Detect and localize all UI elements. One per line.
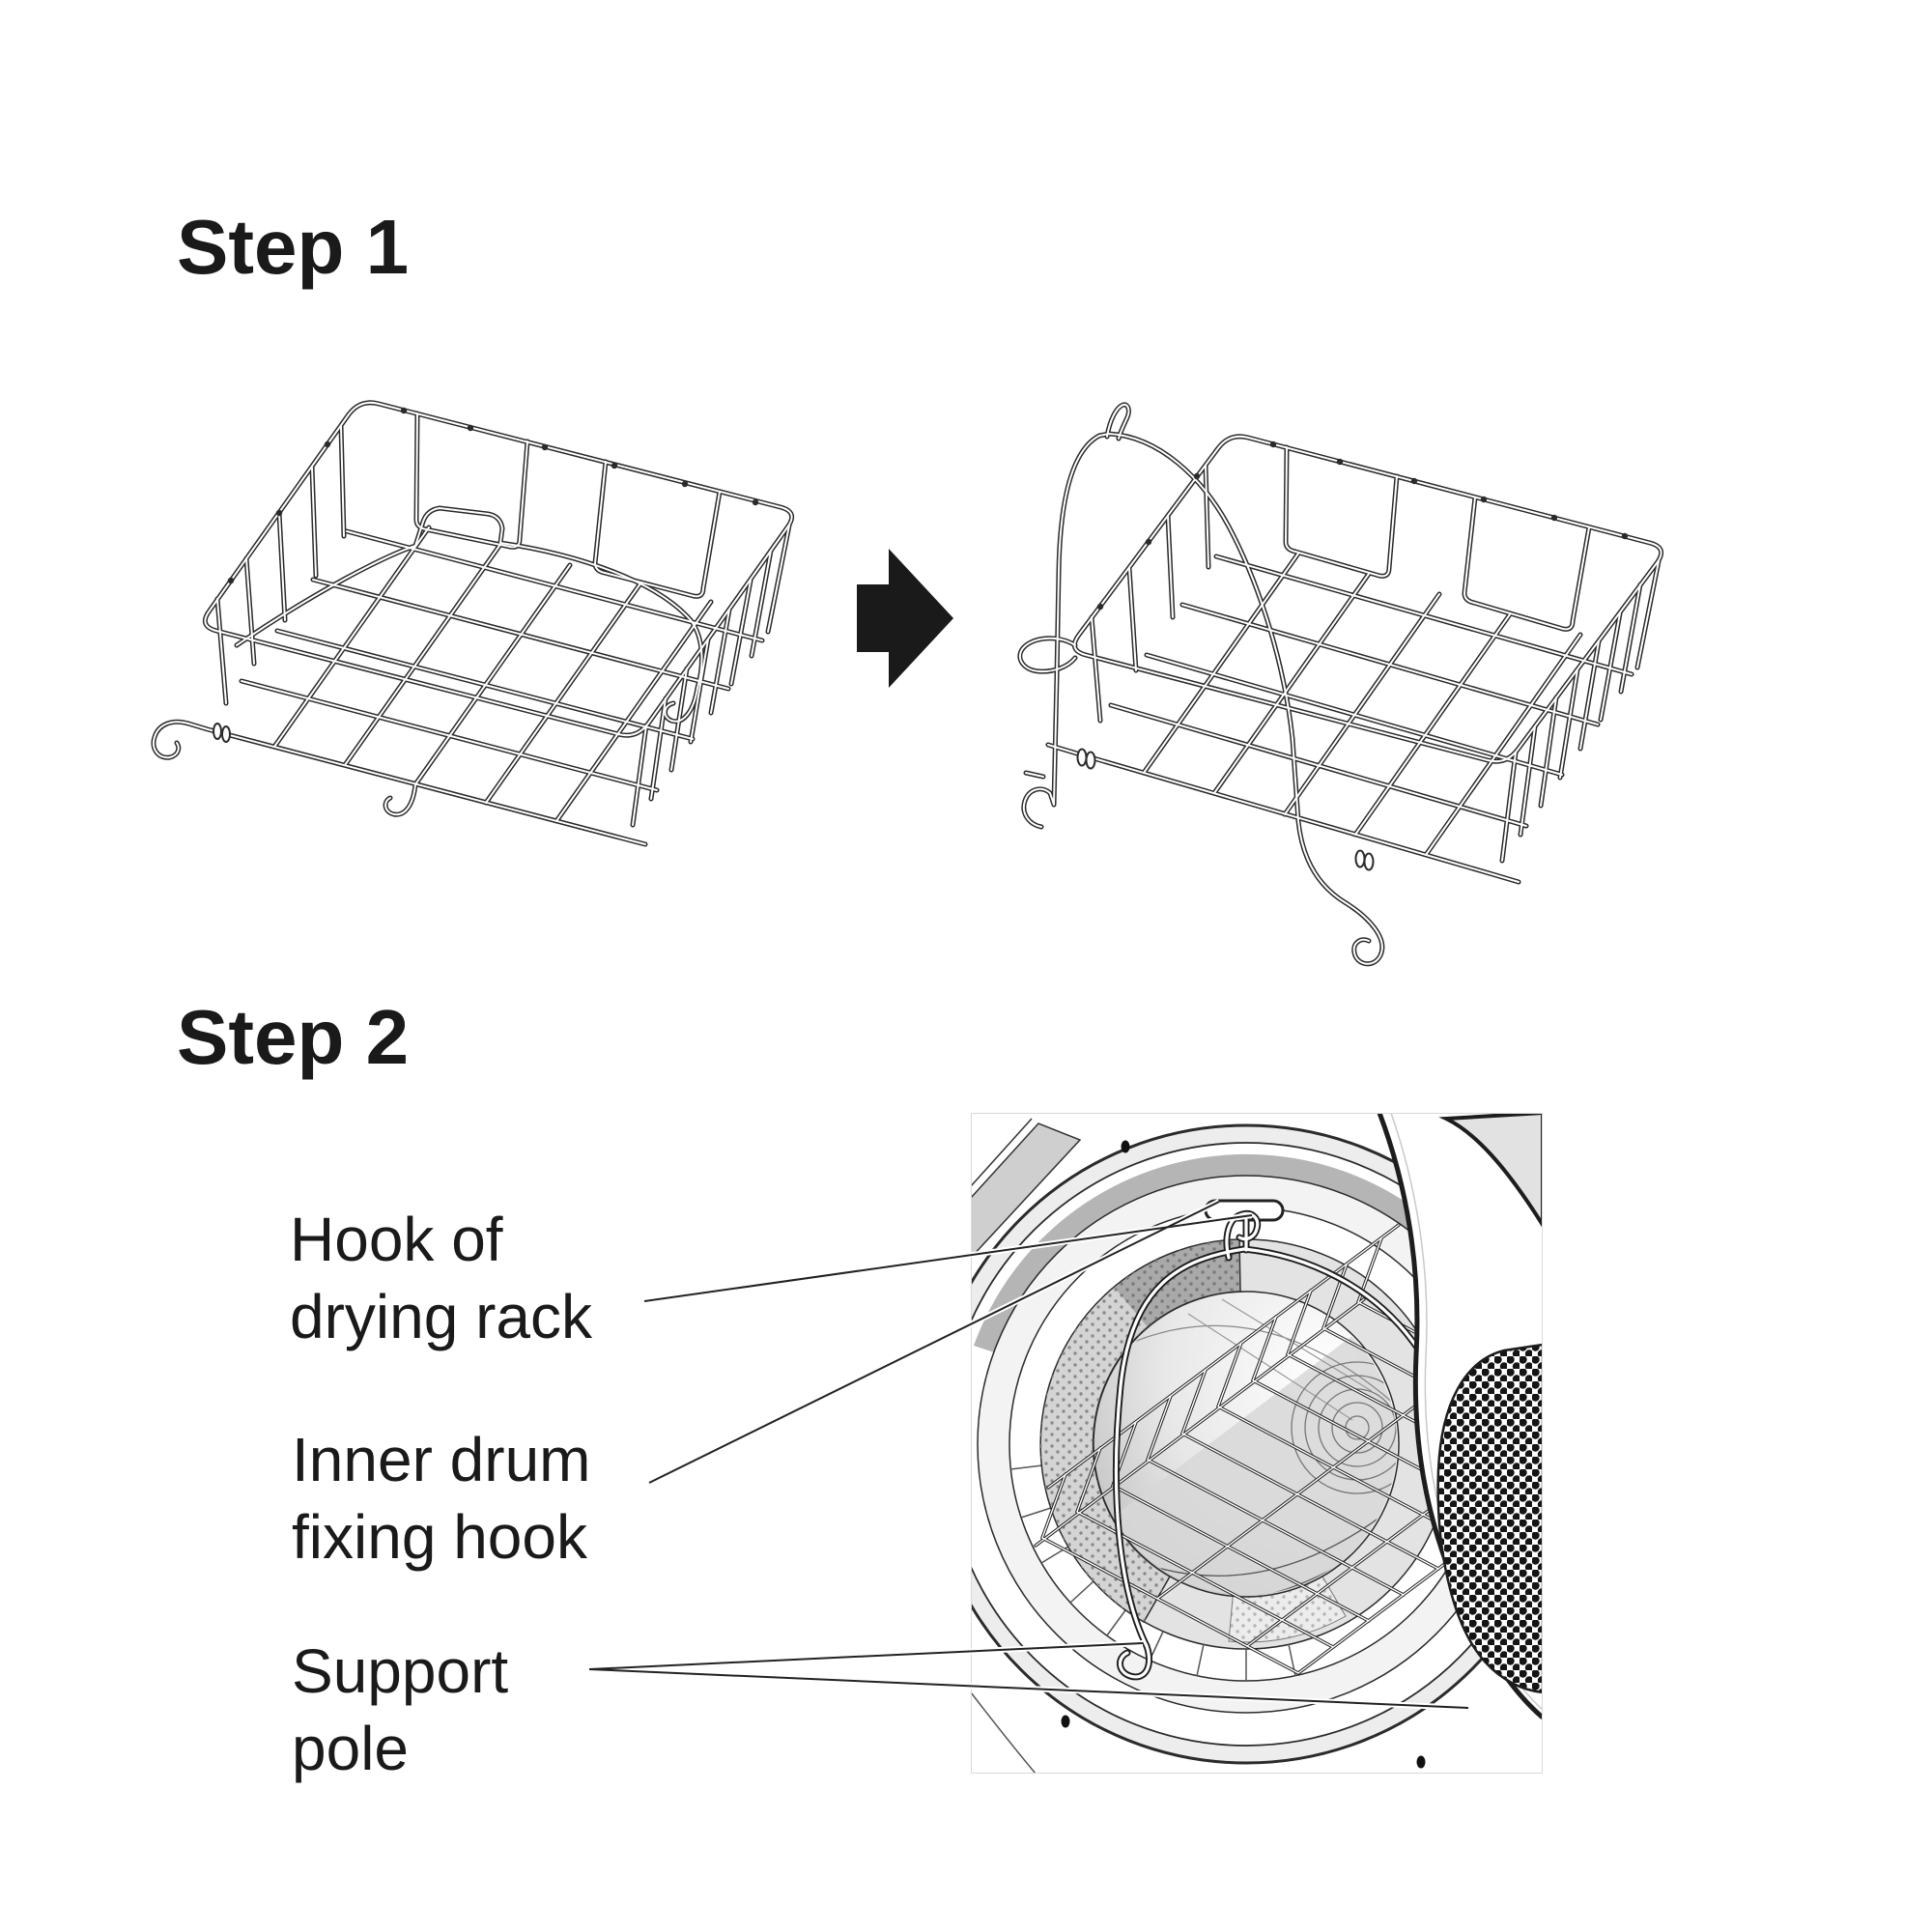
door-perforation — [1436, 1343, 1543, 1694]
dryer-drum-figure — [971, 1113, 1543, 1774]
bezel-segments — [1009, 1464, 1296, 1681]
label-hook-of-drying-rack-line2: drying rack — [290, 1282, 592, 1351]
rack1-axle-ferrule — [213, 723, 231, 743]
label-inner-drum-fixing-hook-line2: fixing hook — [292, 1502, 587, 1572]
dryer-door — [1377, 1113, 1543, 1719]
right-arrow-icon — [857, 549, 953, 688]
drying-rack-flat-figure — [154, 403, 792, 844]
step2-heading: Step 2 — [177, 994, 410, 1080]
label-hook-of-drying-rack: Hook of drying rack — [290, 1201, 592, 1355]
label-support-pole-line2: pole — [292, 1714, 409, 1783]
label-inner-drum-fixing-hook-line1: Inner drum — [292, 1425, 591, 1494]
label-inner-drum-fixing-hook: Inner drum fixing hook — [292, 1421, 590, 1576]
rack1-weld-dots — [227, 407, 759, 584]
drying-rack-pole-raised-figure — [1020, 405, 1662, 964]
rack2-axle-ferrules — [1076, 748, 1375, 871]
panel-screw-holes — [1061, 1140, 1426, 1769]
label-support-pole-line1: Support — [292, 1636, 509, 1706]
step1-heading: Step 1 — [177, 204, 410, 290]
label-support-pole: Support pole — [292, 1633, 508, 1787]
rack2-weld-dots — [1096, 440, 1629, 611]
label-hook-of-drying-rack-line1: Hook of — [290, 1205, 503, 1274]
